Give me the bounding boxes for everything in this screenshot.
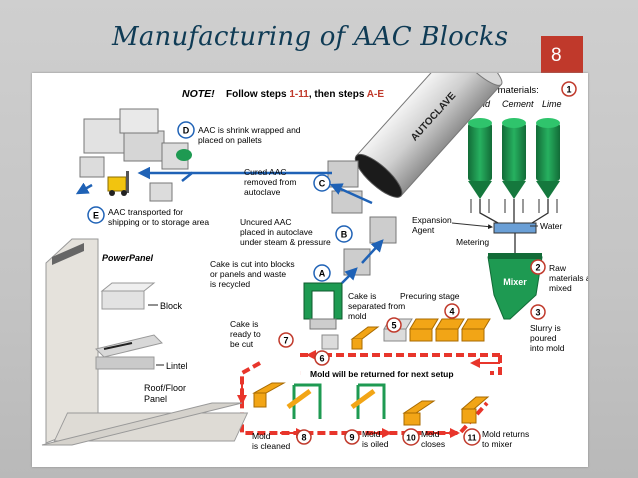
cutting-machine: [303, 282, 343, 330]
note-text: Follow steps 1-11, then steps A-E: [226, 89, 384, 100]
svg-text:5: 5: [391, 321, 396, 331]
feed-pipes: [479, 199, 549, 224]
svg-text:7: 7: [283, 336, 288, 346]
svg-text:4: 4: [449, 307, 454, 317]
silos: [468, 118, 560, 213]
metering-label: Metering: [456, 237, 489, 247]
svg-text:9: 9: [349, 433, 354, 443]
step-1-badge: 1: [561, 81, 577, 97]
forklift: [107, 171, 129, 196]
water-label: Water: [540, 221, 563, 231]
note-prefix: NOTE!: [182, 88, 215, 100]
lintel-label: Lintel: [166, 361, 188, 371]
svg-text:3: 3: [535, 308, 540, 318]
svg-text:A: A: [319, 269, 326, 279]
mold-cycle-equipment: [252, 382, 490, 426]
aac-process-diagram: NOTE! Follow steps 1-11, then steps A-E …: [41, 73, 588, 451]
block-label: Block: [160, 301, 183, 311]
autoclave: AUTOCLAVE: [354, 73, 503, 198]
svg-text:11: 11: [468, 433, 477, 443]
expansion-agent-arrow: [451, 222, 493, 230]
process-diagram-panel: NOTE! Follow steps 1-11, then steps A-E …: [32, 73, 588, 467]
silo-sand: [468, 118, 492, 213]
svg-text:E: E: [93, 211, 99, 221]
svg-text:B: B: [341, 230, 348, 240]
products-illustration: [41, 238, 249, 446]
step-4: 4: [444, 303, 460, 319]
silo-cement: [502, 118, 526, 213]
page-number: 8: [551, 45, 562, 66]
raw-materials-title: Raw materials:: [476, 85, 539, 96]
silo-lime: [536, 118, 560, 213]
slide-title: Manufacturing of AAC Blocks: [112, 22, 509, 52]
svg-text:2: 2: [535, 263, 540, 273]
page-number-badge: [541, 36, 583, 74]
svg-text:1: 1: [566, 85, 571, 95]
raw-material-lime: Lime: [542, 99, 562, 109]
blue-flow-lines: [75, 166, 384, 284]
precuring-molds: [383, 318, 491, 342]
svg-text:6: 6: [319, 354, 324, 364]
pallet-stacks: [79, 108, 192, 202]
precuring-label: Precuring stage: [400, 291, 460, 301]
raw-material-cement: Cement: [502, 99, 534, 109]
svg-text:C: C: [319, 179, 326, 189]
powerpanel-label: PowerPanel: [102, 253, 154, 263]
metering-unit: [493, 222, 537, 234]
step-6: 6: [314, 350, 330, 366]
svg-text:D: D: [183, 126, 190, 136]
mixer: Mixer: [487, 253, 543, 320]
mold-separation: [321, 326, 380, 350]
mixer-label: Mixer: [503, 277, 527, 287]
svg-text:10: 10: [406, 433, 416, 443]
mold-return-label: Mold will be returned for next setup: [310, 369, 454, 379]
svg-text:8: 8: [301, 433, 306, 443]
